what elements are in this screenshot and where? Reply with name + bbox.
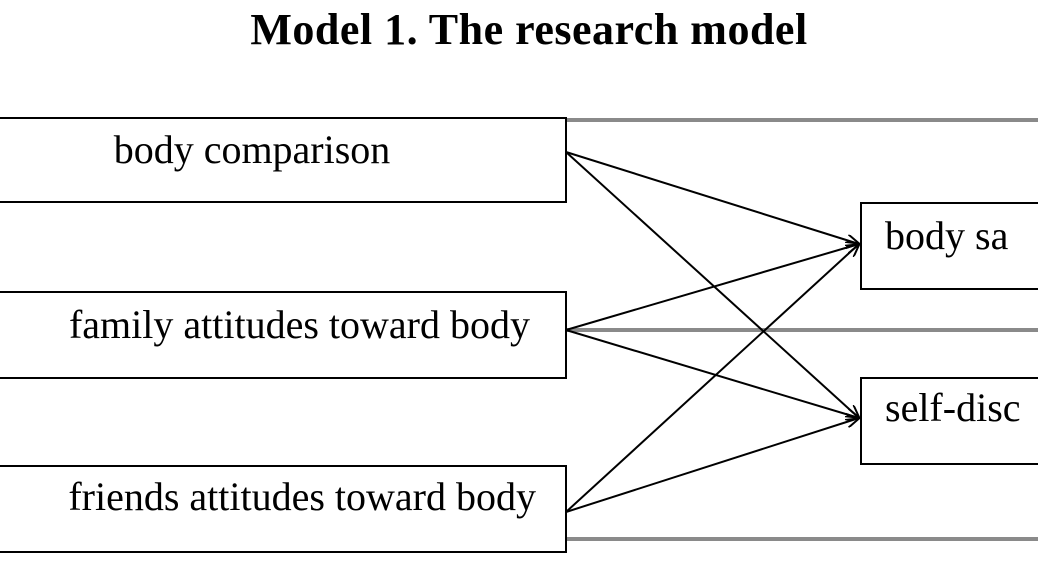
node-body-comparison-label: body comparison	[114, 127, 391, 172]
node-self-discrepancy-label: self-disc	[885, 385, 1021, 430]
edge-body-comparison-to-body-satisfaction	[565, 151, 859, 244]
node-family-attitudes-box	[0, 291, 567, 379]
diagram-title: Model 1. The research model	[250, 5, 808, 54]
edge-friends-attitudes-to-self-discrepancy	[565, 418, 859, 513]
edge-friends-attitudes-to-body-satisfaction	[565, 244, 859, 513]
node-body-satisfaction-box	[860, 202, 1038, 290]
node-body-satisfaction-label: body sa	[885, 213, 1009, 258]
edge-family-attitudes-to-body-satisfaction	[565, 244, 859, 331]
node-family-attitudes-label: family attitudes toward body	[69, 302, 530, 347]
edge-family-attitudes-to-self-discrepancy	[565, 329, 859, 418]
node-body-comparison-box	[0, 117, 567, 203]
node-self-discrepancy-box	[860, 377, 1038, 465]
node-friends-attitudes-box	[0, 465, 567, 553]
node-friends-attitudes-label: friends attitudes toward body	[68, 474, 536, 519]
edge-body-comparison-to-self-discrepancy	[565, 151, 859, 418]
